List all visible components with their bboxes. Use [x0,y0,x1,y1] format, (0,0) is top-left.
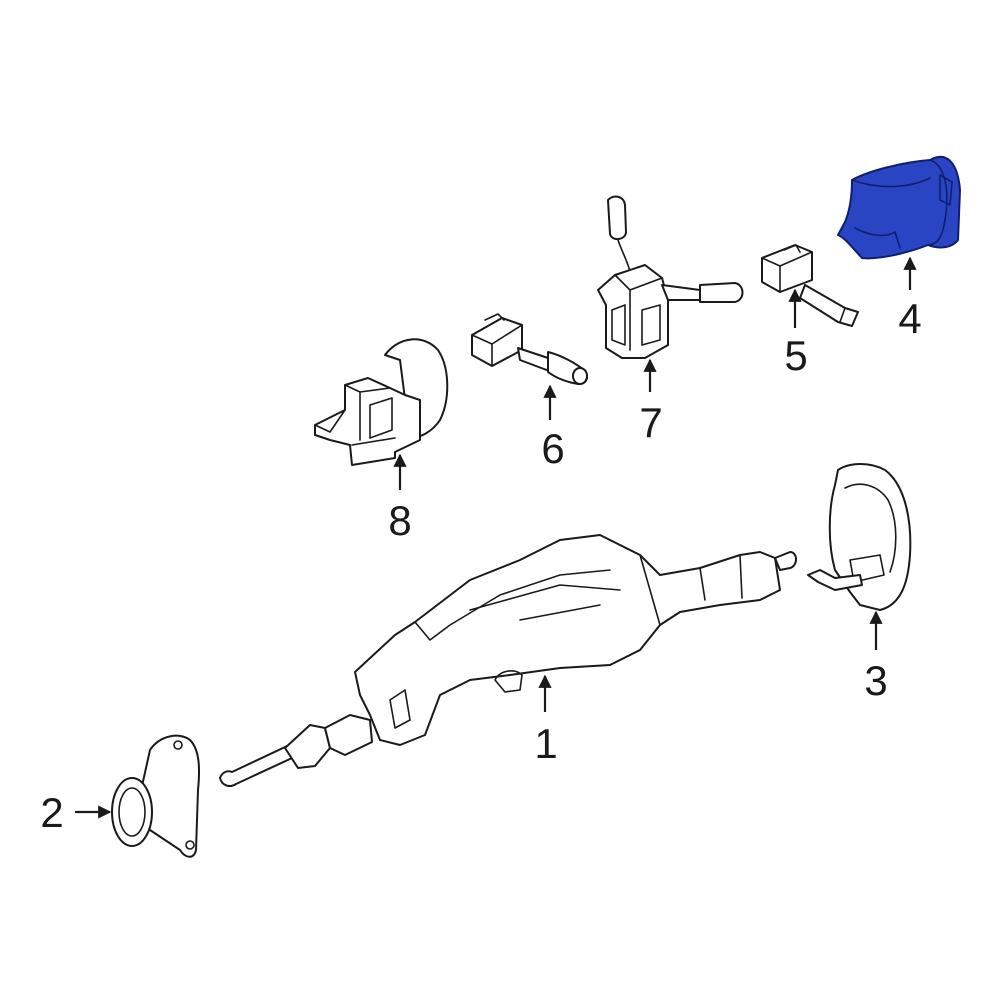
leader-lines [75,256,917,819]
part-7-combination-switch[interactable] [597,195,744,359]
part-5-switch[interactable] [761,244,859,327]
callout-2[interactable]: 2 [40,789,63,836]
callout-3[interactable]: 3 [864,657,887,704]
part-4-rim [851,177,931,188]
part-3-housing[interactable] [807,463,912,611]
part-4-edge [927,159,948,246]
callout-4[interactable]: 4 [898,295,921,342]
callout-6[interactable]: 6 [541,425,564,472]
callouts: 4 5 6 7 8 3 1 2 [40,295,921,836]
callout-1[interactable]: 1 [534,720,557,767]
callout-8[interactable]: 8 [388,497,411,544]
part-8-switch-housing[interactable] [314,338,449,466]
part-2-boot[interactable] [111,734,200,858]
part-6-switch[interactable] [471,313,588,385]
part-4-notch [854,227,901,249]
part-1-steering-column[interactable] [219,534,797,787]
part-4-slot [939,174,953,206]
callout-5[interactable]: 5 [784,332,807,379]
callout-7[interactable]: 7 [639,399,662,446]
part-4-shroud-cover[interactable] [837,155,961,260]
